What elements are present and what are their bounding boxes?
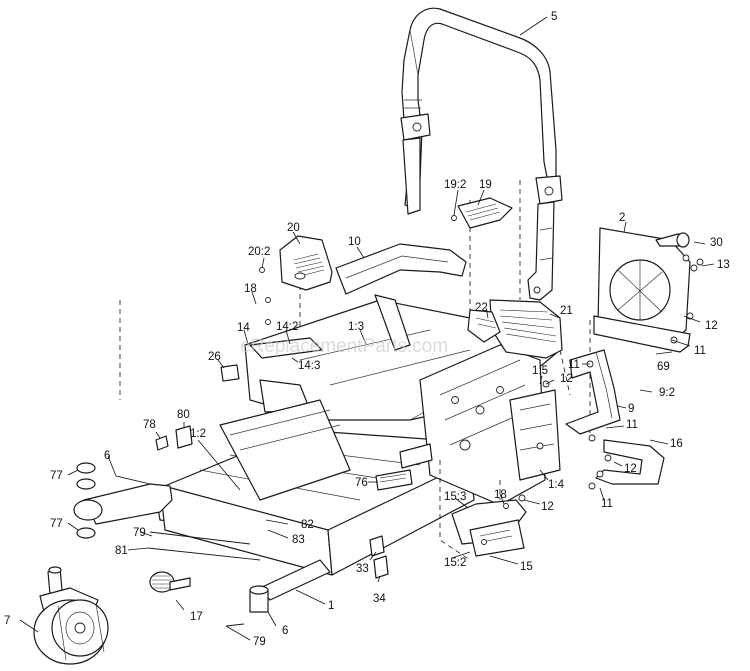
callout-18-bottom: 18: [494, 489, 507, 501]
side-panel-part: [593, 227, 704, 353]
callout-30: 30: [710, 237, 723, 249]
callout-1-4: 1:4: [548, 479, 565, 491]
callout-19: 19: [479, 179, 492, 191]
caster-arm-part: [73, 462, 173, 539]
callout-labels: 5 19:2 19 20 20:2 10 2 30 13 18 12 14 14…: [4, 11, 730, 648]
callout-17: 17: [190, 611, 203, 623]
callout-1-2: 1:2: [190, 428, 206, 440]
decal-80-part: [175, 425, 193, 449]
callout-79-bottom: 79: [253, 636, 266, 648]
callout-33: 33: [356, 563, 369, 575]
callout-77-top: 77: [50, 470, 63, 482]
shield-22-part: [467, 309, 501, 343]
callout-13: 13: [717, 259, 730, 271]
callout-21: 21: [560, 305, 573, 317]
callout-12-mid: 12: [560, 373, 573, 385]
rod-81-part: [147, 547, 261, 561]
decal-78-part: [155, 435, 169, 451]
callout-5: 5: [551, 11, 557, 23]
callout-12-right: 12: [705, 320, 718, 332]
callout-79-top: 79: [133, 527, 146, 539]
callout-11-right: 11: [694, 345, 706, 357]
caster-wheel-part: [33, 566, 109, 665]
callout-6-top: 6: [104, 450, 110, 462]
callout-83: 83: [292, 534, 305, 546]
washer-77-top: [76, 462, 96, 474]
bracket-10-part: [335, 243, 467, 295]
plate-19-part: [457, 197, 513, 229]
roll-bar-part: [400, 7, 563, 301]
watermark-text: eReplacementParts.com: [240, 336, 448, 357]
callout-80: 80: [177, 409, 190, 421]
callout-76: 76: [355, 477, 368, 489]
callout-78: 78: [143, 419, 156, 431]
callout-15: 15: [520, 561, 533, 573]
callout-1-3: 1:3: [348, 321, 364, 333]
plate-15-part: [451, 499, 527, 557]
spring-17-part: [149, 571, 191, 593]
callout-69: 69: [657, 361, 670, 373]
washer-77-bottom: [76, 527, 96, 539]
callout-34: 34: [373, 593, 386, 605]
knob-part: [655, 232, 690, 248]
callout-1-5: 1:5: [532, 365, 548, 377]
callout-18-top: 18: [244, 283, 257, 295]
decal-26-part: [220, 364, 240, 382]
callout-15-3: 15:3: [444, 491, 466, 503]
callout-14-3: 14:3: [298, 360, 320, 372]
callout-10: 10: [348, 236, 361, 248]
callout-11-mid: 11: [568, 359, 580, 371]
plate-20-part: [279, 235, 333, 291]
plate-14-part: [249, 319, 323, 359]
callout-11-bottom: 11: [601, 498, 613, 510]
decal-34-part: [373, 555, 389, 579]
callout-14-2: 14:2: [276, 321, 298, 333]
callout-9-2: 9:2: [659, 387, 675, 399]
decal-33-part: [369, 535, 385, 557]
callout-6-bottom: 6: [282, 625, 288, 637]
callout-7: 7: [4, 615, 10, 627]
callout-82: 82: [301, 519, 314, 531]
callout-2: 2: [619, 212, 625, 224]
callout-11-lower: 11: [626, 419, 638, 431]
bracket-9-part: [565, 349, 621, 435]
bracket-16-part: [595, 439, 665, 485]
callout-16: 16: [670, 438, 683, 450]
callout-22: 22: [475, 302, 488, 314]
callout-20: 20: [287, 222, 300, 234]
callout-14: 14: [237, 322, 250, 334]
callout-19-2: 19:2: [444, 179, 466, 191]
main-frame-part: [94, 294, 561, 613]
callout-9: 9: [628, 403, 634, 415]
label-76-part: [375, 443, 433, 491]
callout-81: 81: [115, 545, 128, 557]
callout-20-2: 20:2: [248, 246, 270, 258]
leader-lines: [19, 189, 715, 641]
callout-26: 26: [208, 351, 221, 363]
callout-12-bottom: 12: [541, 501, 554, 513]
callout-77-bottom: 77: [50, 518, 63, 530]
callout-12-lower: 12: [624, 463, 637, 475]
callout-15-2: 15:2: [444, 557, 466, 569]
callout-1: 1: [328, 600, 334, 612]
